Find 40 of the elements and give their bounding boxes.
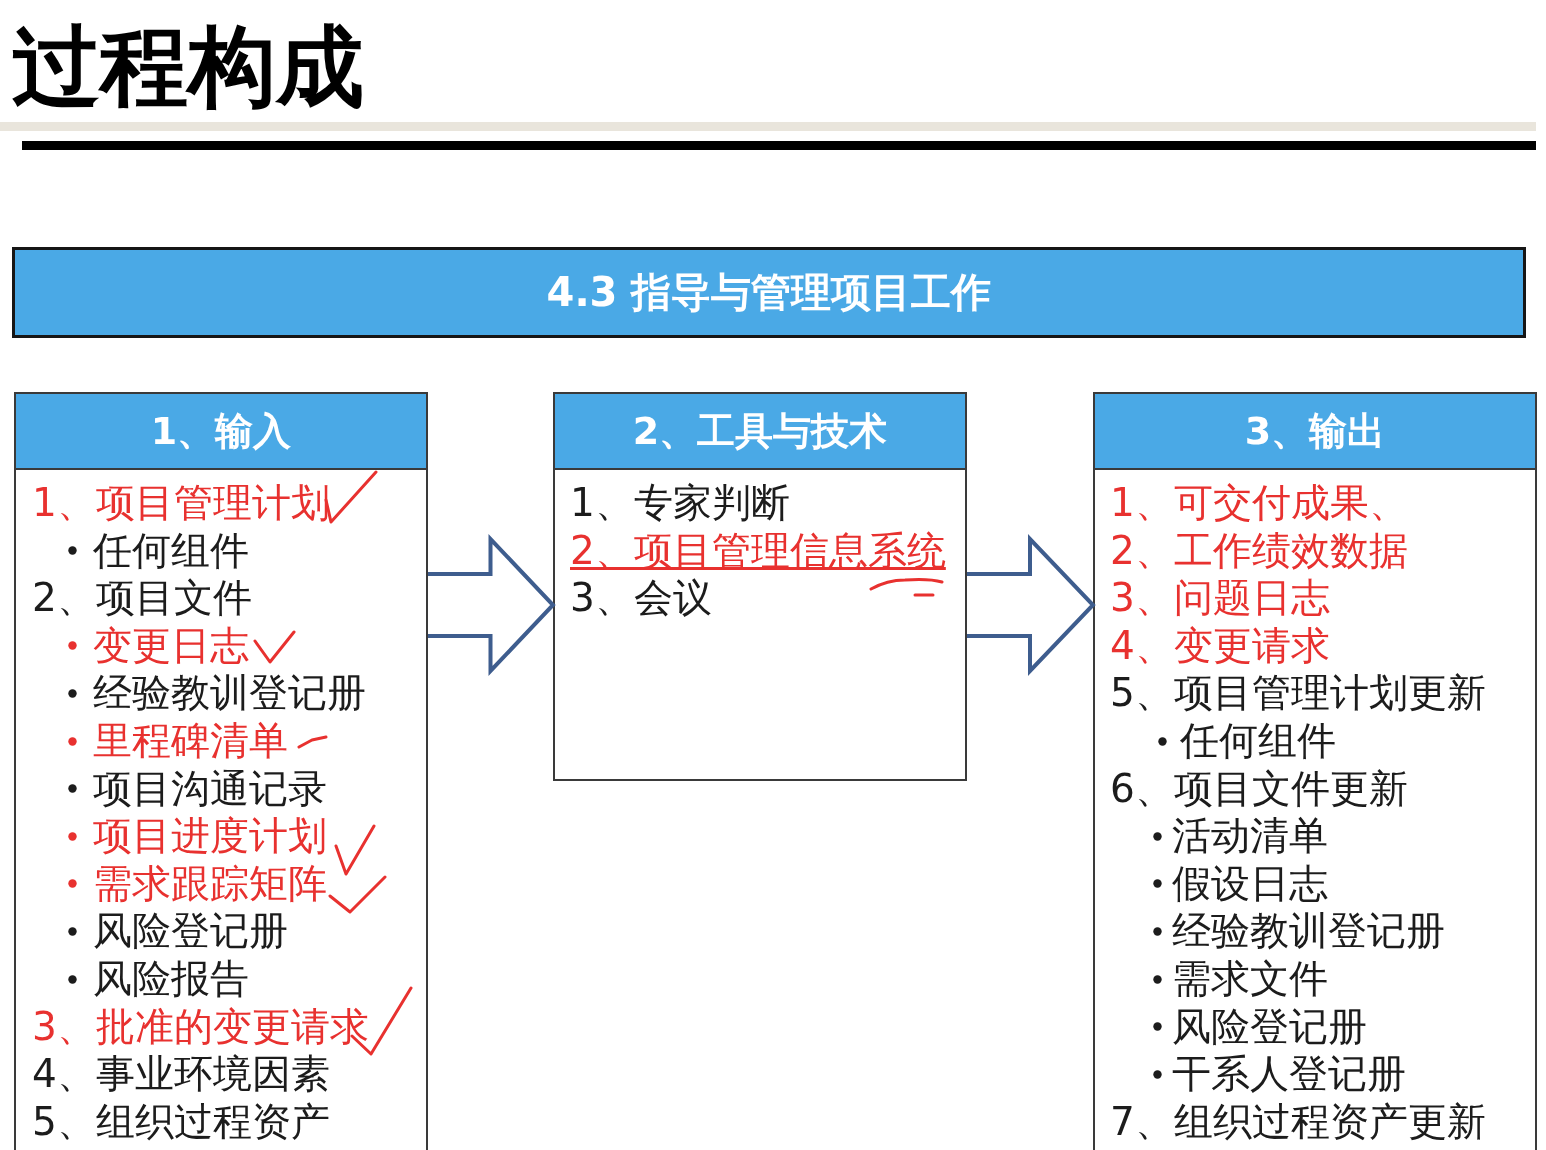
- list-item: 2、项目文件: [32, 574, 252, 623]
- list-item: 3、会议: [570, 574, 712, 623]
- list-item: 需求跟踪矩阵: [93, 859, 327, 908]
- list-item: 2、工作绩效数据: [1110, 526, 1408, 575]
- list-item: 1、专家判断: [570, 479, 790, 527]
- list-item: 6、项目文件更新: [1110, 764, 1408, 813]
- list-item: 经验教训登记册: [1172, 907, 1445, 956]
- list-item: 变更日志: [93, 621, 249, 670]
- list-item: 风险登记册: [1172, 1002, 1367, 1051]
- block-arrow: [965, 534, 1096, 676]
- list-item: 7、组织过程资产更新: [1110, 1097, 1486, 1146]
- list-item: 活动清单: [1172, 812, 1328, 861]
- list-item: 风险登记册: [93, 907, 288, 956]
- box-header: 1、输入: [16, 394, 426, 470]
- box-header: 3、输出: [1095, 394, 1535, 470]
- list-item: 任何组件: [1180, 717, 1336, 765]
- list-box: [553, 392, 967, 781]
- list-box: [1093, 392, 1537, 1150]
- list-item: 4、变更请求: [1110, 621, 1330, 670]
- page-title: 过程构成: [12, 14, 364, 120]
- list-item: 3、问题日志: [1110, 574, 1330, 623]
- list-item: 3、批准的变更请求: [32, 1002, 369, 1051]
- list-item: 干系人登记册: [1172, 1050, 1406, 1099]
- list-item: 需求文件: [1172, 955, 1328, 1003]
- list-item: 1、项目管理计划: [32, 479, 330, 527]
- list-item: 项目进度计划: [93, 812, 327, 861]
- list-item: 项目沟通记录: [93, 764, 327, 813]
- list-item: 假设日志: [1172, 859, 1328, 908]
- list-item: 任何组件: [93, 526, 249, 575]
- list-item: 风险报告: [93, 955, 249, 1003]
- list-item: 1、可交付成果、: [1110, 479, 1408, 527]
- list-item: 5、项目管理计划更新: [1110, 669, 1486, 718]
- list-item: 里程碑清单: [93, 717, 288, 765]
- list-item: 4、事业环境因素: [32, 1050, 330, 1099]
- block-arrow: [426, 533, 556, 677]
- title-band: 4.3 指导与管理项目工作: [12, 247, 1526, 338]
- list-item: 5、组织过程资产: [32, 1097, 330, 1146]
- box-header: 2、工具与技术: [555, 394, 965, 470]
- list-box: [14, 392, 428, 1150]
- list-item: 经验教训登记册: [93, 669, 366, 718]
